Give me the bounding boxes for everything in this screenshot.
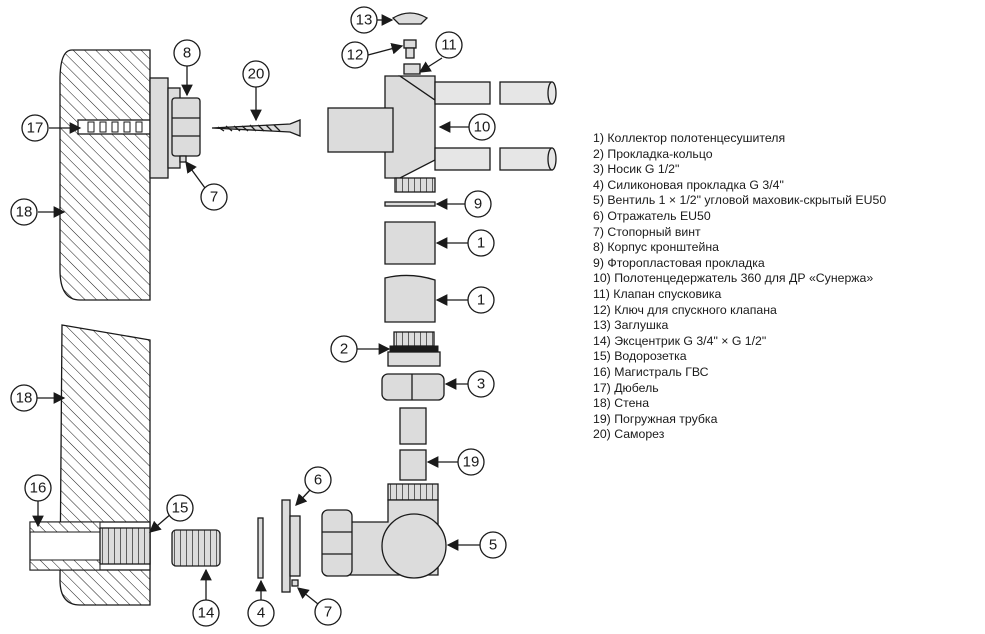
- callout-19: 19: [457, 448, 485, 476]
- leader-7b: [296, 587, 319, 605]
- collector-piece-1: [384, 221, 436, 265]
- callout-9: 9: [464, 190, 492, 218]
- callout-15: 15: [166, 494, 194, 522]
- callout-3: 3: [467, 370, 495, 398]
- legend-item: 3) Носик G 1/2": [593, 162, 680, 177]
- leader-15: [149, 512, 173, 533]
- callout-14: 14: [192, 599, 220, 627]
- leader-6: [295, 489, 311, 506]
- svg-text:1: 1: [477, 292, 485, 309]
- set-screw-upper: [179, 155, 187, 163]
- callout-6: 6: [304, 466, 332, 494]
- callout-18-upper: 18: [10, 198, 38, 226]
- wall-upper: [59, 49, 151, 301]
- leader-11: [418, 57, 443, 73]
- screw: [211, 119, 301, 137]
- immersion-tube-upper: [399, 407, 427, 445]
- svg-text:16: 16: [30, 480, 47, 497]
- ring-gasket: [387, 331, 441, 367]
- ptfe-gasket: [384, 201, 436, 207]
- bracket-body: [149, 77, 201, 179]
- svg-text:18: 18: [16, 204, 33, 221]
- collector-piece-2: [384, 274, 436, 323]
- svg-text:13: 13: [356, 12, 373, 29]
- callout-18-lower: 18: [10, 384, 38, 412]
- svg-text:1: 1: [477, 235, 485, 252]
- legend-item: 1) Коллектор полотенцесушителя: [593, 131, 786, 145]
- callout-10: 10: [468, 113, 496, 141]
- valve-spusk: [403, 63, 421, 75]
- set-screw-lower: [291, 579, 299, 587]
- legend-item: 14) Эксцентрик G 3/4" × G 1/2": [593, 333, 767, 348]
- main-pipe: [29, 521, 151, 571]
- callout-20: 20: [242, 60, 270, 88]
- svg-text:7: 7: [324, 604, 332, 621]
- callout-11: 11: [435, 31, 463, 59]
- svg-text:15: 15: [172, 500, 189, 517]
- svg-text:6: 6: [314, 472, 322, 489]
- legend-item: 13) Заглушка: [593, 318, 669, 333]
- callout-7-upper: 7: [200, 183, 228, 211]
- svg-text:20: 20: [248, 66, 265, 83]
- eccentric: [171, 529, 221, 567]
- legend-item: 8) Корпус кронштейна: [593, 240, 719, 255]
- legend-item: 19) Погружная трубка: [593, 411, 718, 426]
- callout-2: 2: [330, 335, 358, 363]
- callout-4: 4: [247, 599, 275, 627]
- legend-item: 5) Вентиль 1 × 1/2" угловой маховик-скры…: [593, 193, 887, 208]
- svg-text:11: 11: [441, 37, 457, 54]
- reflector: [281, 499, 301, 593]
- legend-item: 7) Стопорный винт: [593, 224, 701, 239]
- drain-key: [403, 39, 417, 59]
- leader-7a: [185, 160, 206, 189]
- svg-text:3: 3: [477, 376, 485, 393]
- legend-item: 20) Саморез: [593, 427, 665, 442]
- legend-item: 2) Прокладка-кольцо: [593, 146, 713, 161]
- parts-legend: 1) Коллектор полотенцесушителя 2) Прокла…: [593, 131, 886, 443]
- svg-text:7: 7: [210, 189, 218, 206]
- callout-1-lower: 1: [467, 286, 495, 314]
- callout-16: 16: [24, 474, 52, 502]
- legend-item: 11) Клапан спусковика: [593, 286, 722, 301]
- svg-text:14: 14: [198, 605, 215, 622]
- immersion-tube-lower: [399, 449, 427, 481]
- callout-13: 13: [350, 6, 378, 34]
- legend-item: 4) Силиконовая прокладка G 3/4": [593, 177, 784, 192]
- legend-item: 17) Дюбель: [593, 380, 659, 395]
- legend-item: 18) Стена: [593, 396, 650, 411]
- legend-item: 9) Фторопластовая прокладка: [593, 255, 765, 270]
- legend-item: 16) Магистраль ГВС: [593, 364, 709, 379]
- plug: [391, 12, 429, 25]
- svg-text:18: 18: [16, 390, 33, 407]
- silicone-gasket: [257, 517, 264, 579]
- svg-text:10: 10: [474, 119, 491, 136]
- callout-1-upper: 1: [467, 229, 495, 257]
- svg-text:17: 17: [27, 120, 44, 137]
- svg-text:8: 8: [183, 45, 191, 62]
- svg-text:2: 2: [340, 341, 348, 358]
- legend-item: 15) Водорозетка: [593, 349, 687, 364]
- angle-valve: [321, 483, 447, 579]
- callout-17: 17: [21, 114, 49, 142]
- callout-12: 12: [341, 41, 369, 69]
- svg-text:19: 19: [463, 454, 480, 471]
- svg-text:9: 9: [474, 196, 482, 213]
- towel-holder: [327, 75, 557, 193]
- dowel: [77, 119, 151, 135]
- legend-item: 6) Отражатель EU50: [593, 208, 711, 223]
- svg-text:5: 5: [489, 537, 497, 554]
- leader-12: [367, 43, 404, 56]
- svg-text:12: 12: [347, 47, 364, 64]
- svg-text:4: 4: [257, 605, 265, 622]
- callout-8: 8: [173, 39, 201, 67]
- spout-nut: [381, 373, 445, 401]
- callout-5: 5: [479, 531, 507, 559]
- callout-7-lower: 7: [314, 598, 342, 626]
- legend-item: 12) Ключ для спускного клапана: [593, 302, 777, 317]
- legend-item: 10) Полотенцедержатель 360 для ДР «Сунер…: [593, 271, 874, 286]
